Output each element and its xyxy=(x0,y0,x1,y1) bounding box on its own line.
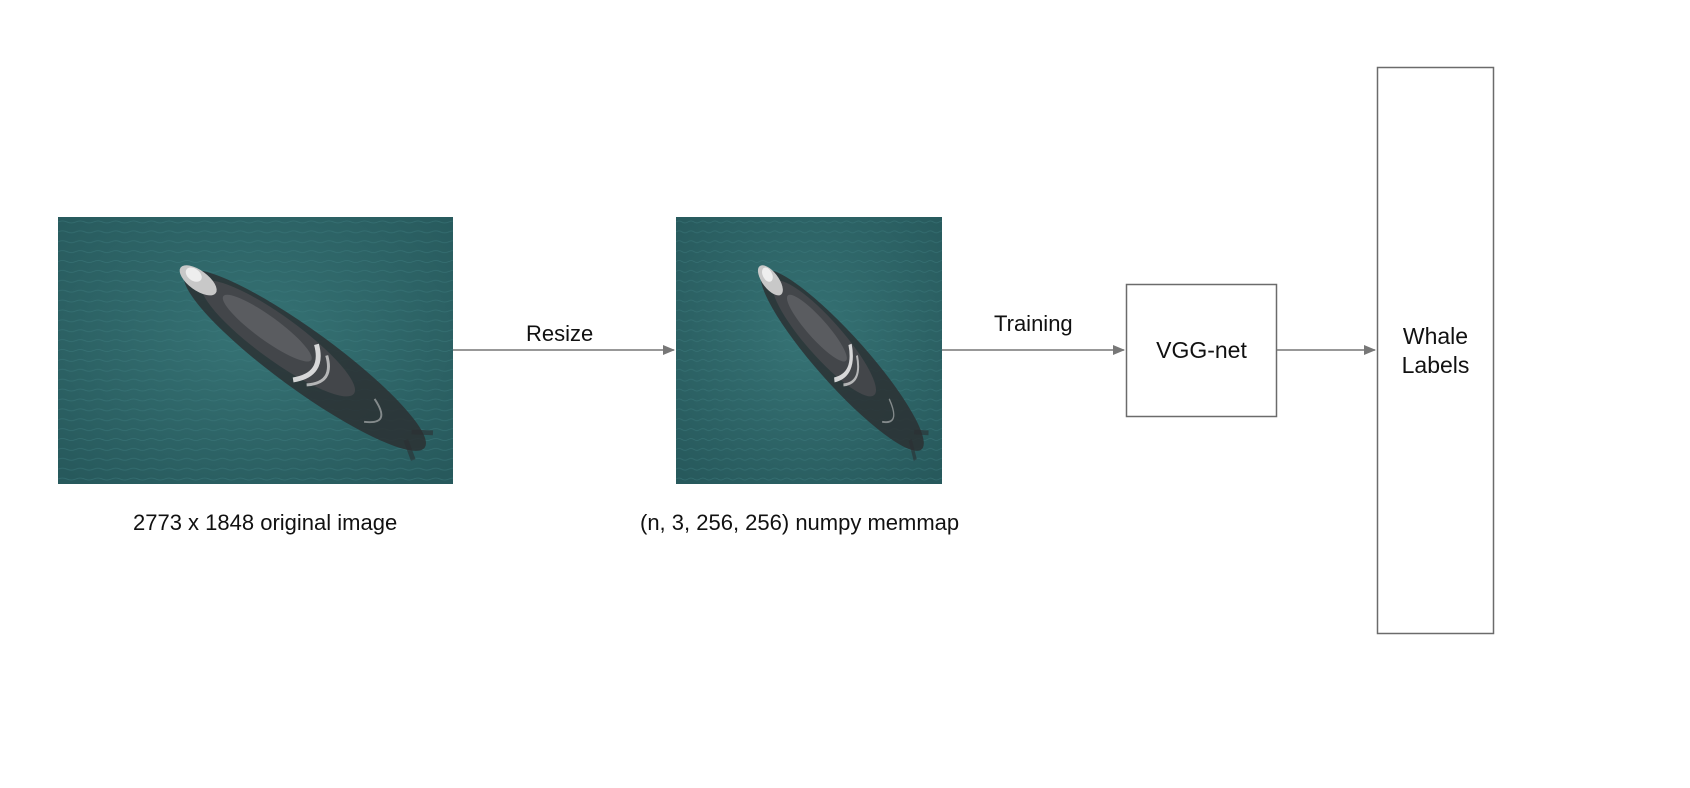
original-image-caption: 2773 x 1848 original image xyxy=(133,510,398,535)
whale-labels-line2: Labels xyxy=(1401,351,1470,378)
whale-labels-label: Whale Labels xyxy=(1377,67,1494,634)
vgg-net-label: VGG-net xyxy=(1126,284,1277,417)
resize-edge-label: Resize xyxy=(526,321,594,346)
original-whale-image xyxy=(58,217,453,484)
whale-labels-line1: Whale xyxy=(1402,322,1469,349)
vgg-net-text: VGG-net xyxy=(1156,337,1247,364)
whale-labels-box xyxy=(1376,66,1495,635)
vgg-net-box xyxy=(1125,283,1278,418)
resized-whale-image xyxy=(676,217,942,484)
training-edge-label: Training xyxy=(994,311,1073,336)
resized-image-caption: (n, 3, 256, 256) numpy memmap xyxy=(640,510,960,535)
